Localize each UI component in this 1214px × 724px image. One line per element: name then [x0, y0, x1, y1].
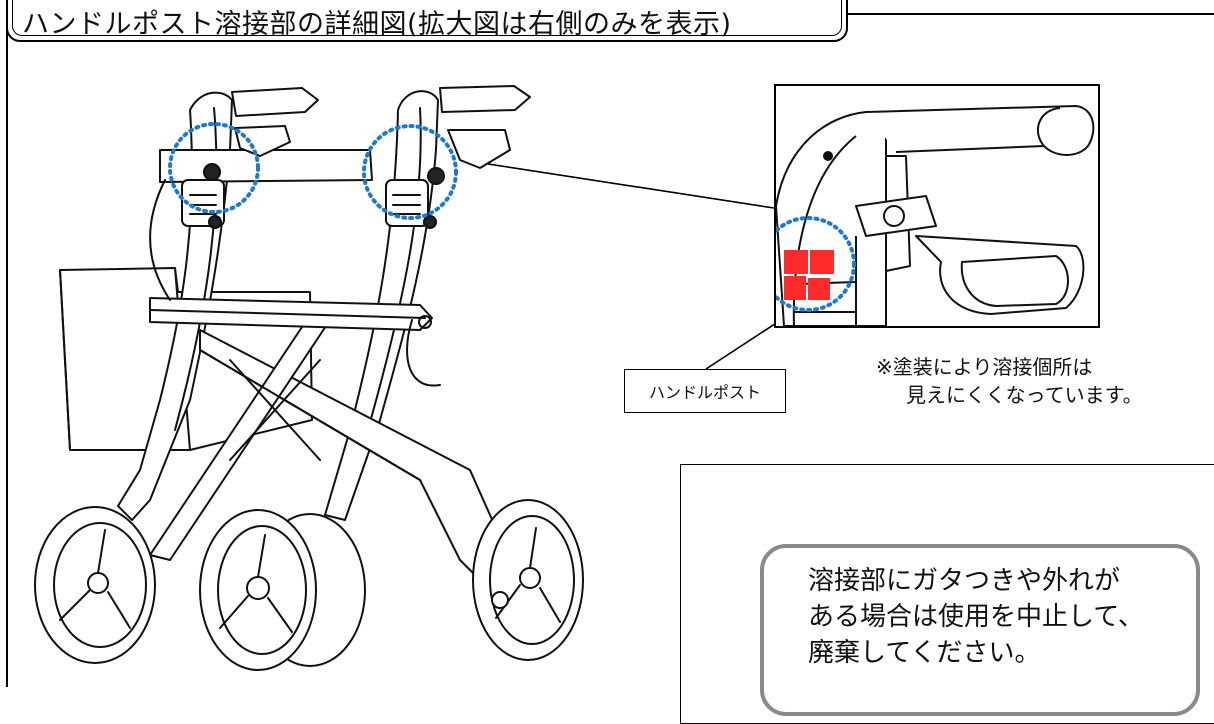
title-tab	[6, 0, 848, 42]
frame-top-border	[846, 13, 1214, 15]
zoom-weld-highlight-circle	[776, 216, 856, 312]
weld-highlight-square	[784, 276, 806, 300]
zoom-leader-line	[487, 163, 775, 209]
rear-right-wheel	[472, 499, 584, 661]
right-handle-grip	[439, 85, 531, 113]
left-weld-highlight-circle	[168, 122, 260, 214]
weld-highlight-square	[810, 250, 834, 274]
warning-box: 溶接部にガタつきや外れが ある場合は使用を中止して、 廃棄してください。	[760, 544, 1200, 716]
handle-post-label: ハンドルポスト	[624, 369, 786, 413]
weld-highlight-square	[784, 250, 808, 274]
page-title: ハンドルポスト溶接部の詳細図(拡大図は右側のみを表示)	[22, 9, 732, 40]
handle-crossbar	[159, 149, 373, 183]
front-left-wheel	[34, 506, 156, 664]
frame-left-border	[6, 28, 8, 687]
right-weld-highlight-circle	[362, 124, 458, 220]
paint-note: ※塗装により溶接個所は 見えにくくなっています。	[876, 353, 1143, 409]
left-handle-grip	[231, 87, 319, 117]
paint-note-line-1: ※塗装により溶接個所は	[876, 355, 1093, 379]
weld-highlight-square	[808, 278, 830, 300]
zoom-detail-box	[774, 84, 1100, 328]
warning-line-3: 廃棄してください。	[808, 638, 1041, 668]
callout-leader-line	[705, 317, 785, 370]
paint-note-line-2: 見えにくくなっています。	[906, 383, 1143, 407]
warning-line-2: ある場合は使用を中止して、	[808, 602, 1144, 632]
warning-line-1: 溶接部にガタつきや外れが	[808, 566, 1121, 596]
front-middle-wheel	[199, 509, 366, 671]
handle-post-zoom-illustration	[776, 105, 1095, 326]
rollator-illustration	[34, 85, 785, 671]
